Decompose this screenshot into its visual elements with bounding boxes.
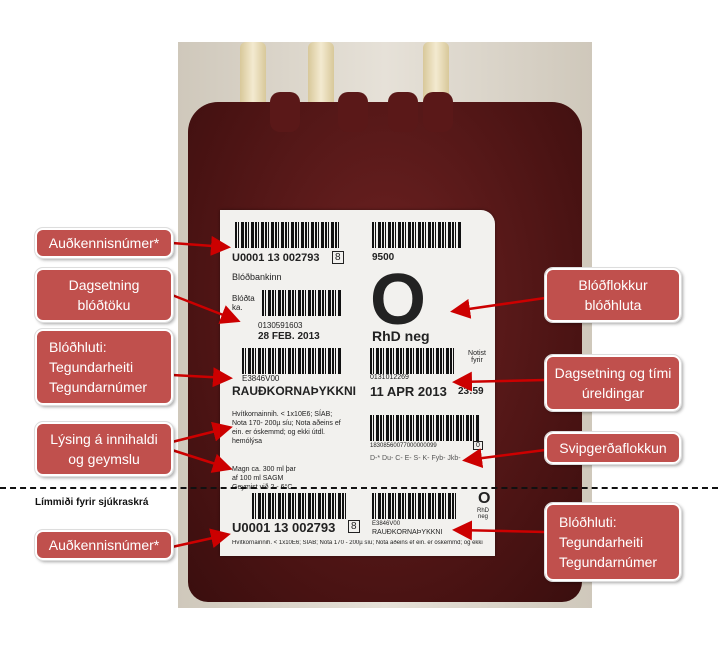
arrow (171, 528, 231, 549)
chart-sticker-caption: Límmiði fyrir sjúkraskrá (35, 497, 149, 508)
barcode (242, 348, 342, 374)
description: Hvítkornainnih. < 1x10E6; SÍAB; Nota 170… (232, 411, 341, 445)
callout-content: Lýsing á innihaldi og geymslu (34, 421, 174, 477)
callout-collection-date: Dagsetning blóðtöku (34, 267, 174, 323)
stub-id-check: 8 (348, 520, 360, 533)
phenotype-code: 18308560077000000099 (370, 443, 437, 449)
use-before-label: Notist fyrir (468, 350, 486, 364)
stub-blood-group: O (478, 490, 491, 507)
blood-bag-label: U0001 13 002793 8 9500 Blóðbankinn Blóðt… (220, 210, 495, 556)
arrow (171, 367, 233, 388)
callout-product-top: Blóðhluti: Tegundarheiti Tegundarnúmer (34, 328, 174, 406)
arrow (462, 448, 546, 469)
callout-phenotype: Svipgerðaflokkun (544, 431, 682, 465)
cut-line (0, 487, 718, 489)
code-9500: 9500 (372, 252, 395, 263)
callout-expiry: Dagsetning og tími úreldingar (544, 354, 682, 412)
barcode (370, 348, 455, 374)
expiry-date: 11 APR 2013 (370, 384, 447, 399)
arrow (450, 296, 546, 319)
arrow (171, 293, 241, 324)
barcode (372, 493, 457, 519)
bag-port (338, 92, 368, 132)
phenotype: D-* Du- C- E- S- K- Fyb- Jkb- (370, 455, 461, 462)
barcode (372, 222, 462, 248)
barcode (252, 493, 347, 519)
arrow (171, 448, 233, 473)
bag-port (423, 92, 453, 132)
arrow (171, 421, 233, 444)
stub-product-code: E3846V00 (372, 521, 401, 527)
arrow (171, 235, 231, 256)
callout-blood-group: Blóðflokkur blóðhluta (544, 267, 682, 323)
id-check: 8 (332, 251, 344, 264)
callout-product-bottom: Blóðhluti: Tegundarheiti Tegundarnúmer (544, 502, 682, 582)
bag-port (388, 92, 418, 132)
id-number: U0001 13 002793 (232, 252, 320, 264)
bag-port (270, 92, 300, 132)
stub-rhd: RhD neg (476, 508, 489, 520)
expiry-code: 0131012269 (370, 374, 409, 381)
rhd: RhD neg (372, 328, 430, 344)
barcode (262, 290, 342, 316)
stub-id-number: U0001 13 002793 (232, 520, 336, 535)
blood-group: O (370, 260, 427, 340)
stub-product-name: RAUÐKORNAÞYKKNI (372, 529, 443, 536)
barcode (370, 415, 480, 441)
product-name: RAUÐKORNAÞYKKNI (232, 384, 357, 398)
barcode (235, 222, 340, 248)
bank-name: Blóðbankinn (232, 272, 282, 282)
product-code: E3846V00 (242, 374, 280, 383)
arrow (452, 371, 546, 392)
collection-code: 0130591603 (258, 321, 303, 330)
collection-date: 28 FEB. 2013 (258, 331, 320, 342)
callout-id-bottom: Auðkennisnúmer* (34, 529, 174, 561)
stub-description: Hvítkornainnih. < 1x10E6; SÍAB; Nota 170… (232, 540, 483, 546)
arrow (452, 520, 546, 541)
callout-id-top: Auðkennisnúmer* (34, 227, 174, 259)
